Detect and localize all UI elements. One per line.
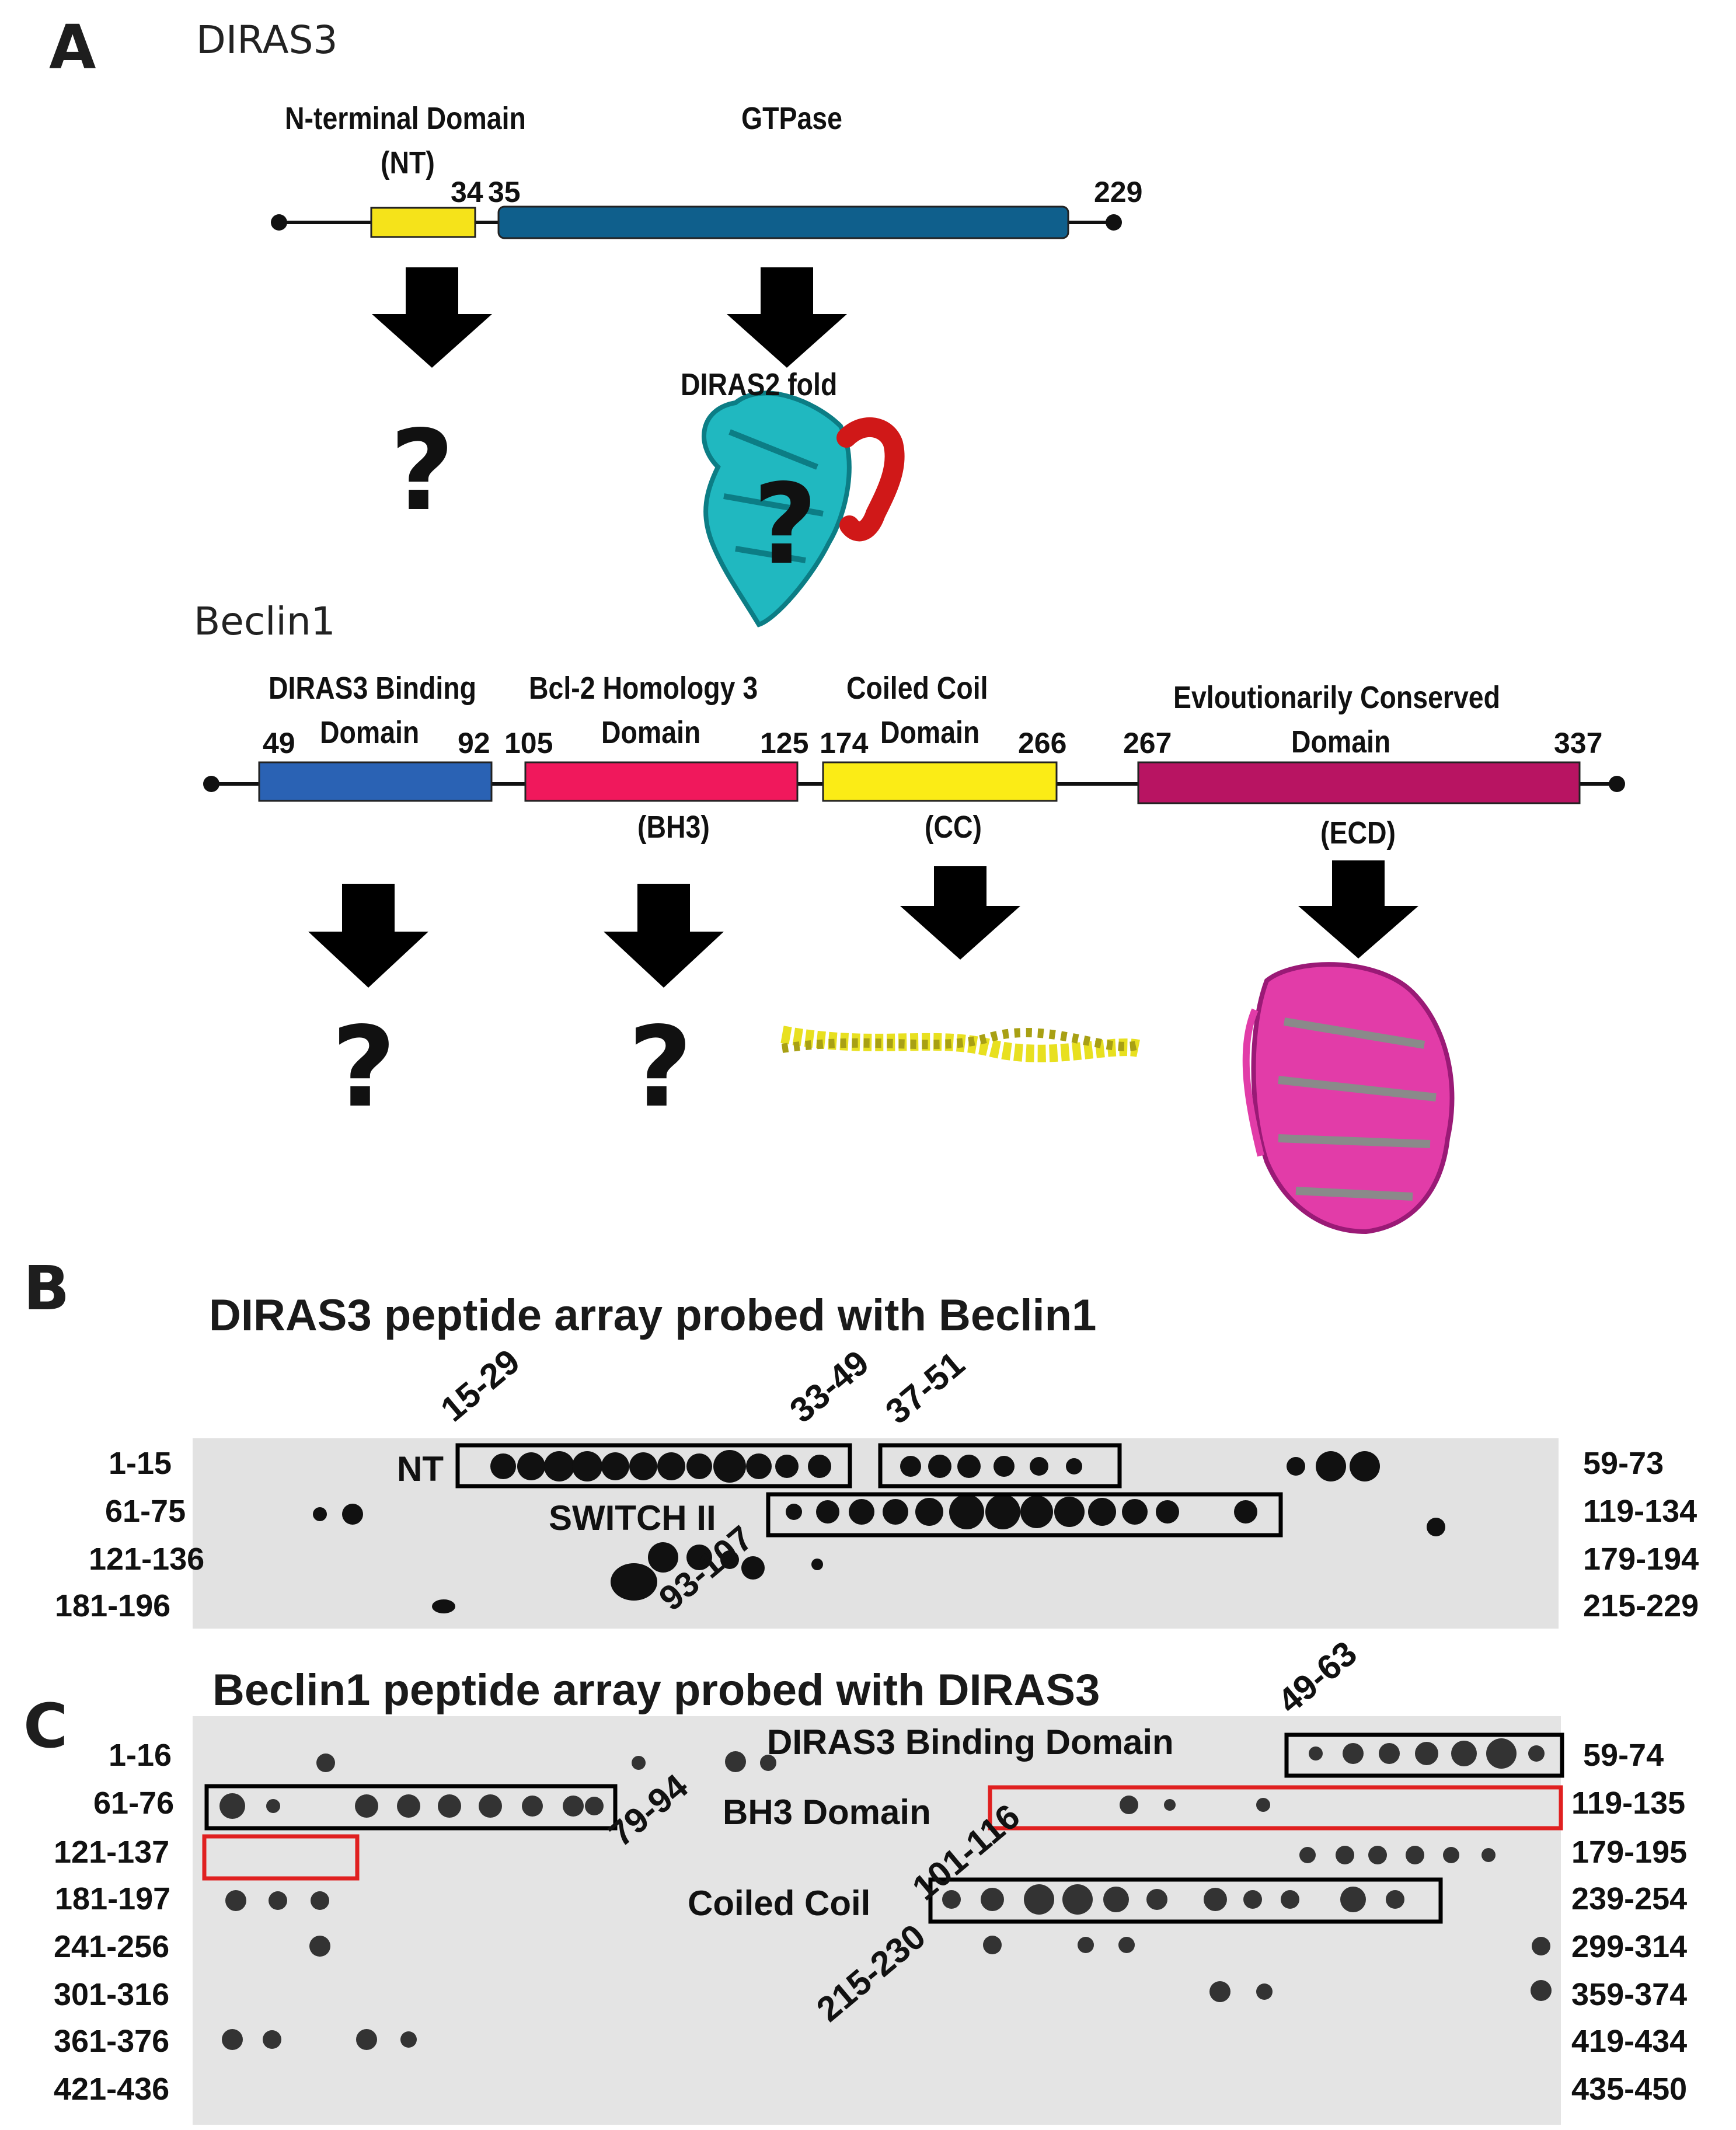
c-coiled-coil-label: Coiled Coil [688,1884,871,1923]
c-left-row-2: 61-76 [93,1786,175,1821]
ecd-fold-structure [1242,962,1455,1235]
binding-domain-box-outline [1284,1732,1564,1778]
b-left-row-1: 1-15 [109,1446,172,1481]
beclin1-domain-map [203,761,1625,1235]
binding-unknown-mark: ? [332,1003,396,1132]
nt-abbr-label: (NT) [381,145,435,180]
c-left-row-3: 121-137 [54,1835,170,1870]
panel-b-title: DIRAS3 peptide array probed with Beclin1 [209,1291,1097,1340]
b-left-row-3: 121-136 [89,1542,205,1577]
gtpase-domain-box [497,205,1069,239]
beclin1-residue-174: 174 [820,727,869,759]
beclin1-residue-125: 125 [760,727,809,759]
b-nt-label: NT [397,1449,444,1488]
c-right-row-4: 239-254 [1571,1881,1688,1916]
beclin1-residue-105: 105 [504,727,553,759]
cc-abbr-label: (CC) [925,810,982,845]
bh3-unknown-mark: ? [628,1003,693,1132]
c-right-row-5: 299-314 [1571,1929,1688,1964]
bh3-domain-box [524,761,799,802]
c-left-row-8: 421-436 [54,2072,170,2107]
diras3-residue-35: 35 [488,176,521,208]
coiled-coil-box-outline [928,1877,1443,1924]
c-left-row-6: 301-316 [54,1977,170,2012]
bh3-domain-label-2: Domain [601,715,701,750]
binding-domain-label-2: Domain [320,715,420,750]
binding-domain-box [258,761,493,802]
bh3-box-outline-right [988,1785,1563,1831]
c-right-row-7: 419-434 [1571,2024,1688,2059]
ecd-arrow [1298,860,1418,958]
ecd-domain-label-2: Domain [1291,724,1391,759]
beclin1-residue-266: 266 [1018,727,1067,759]
ecd-abbr-label: (ECD) [1320,815,1396,850]
nt-unknown-mark: ? [390,406,455,535]
bh3-abbr-label: (BH3) [637,810,710,845]
b-right-row-3: 179-194 [1583,1542,1699,1577]
beclin1-residue-92: 92 [458,727,490,759]
c-bh3-domain-label: BH3 Domain [723,1793,931,1832]
binding-domain-arrow [308,884,428,988]
switch-ii-box-outline [766,1492,1283,1538]
diras2-fold-structure [702,391,905,628]
c-right-row-1: 59-74 [1583,1738,1664,1773]
beclin1-end-dot [1609,776,1625,792]
diras3-residue-34: 34 [451,176,483,208]
c-right-row-6: 359-374 [1571,1977,1688,2012]
beclin1-start-dot [203,776,219,792]
b-left-row-2: 61-75 [105,1494,186,1529]
bh3-arrow [604,884,724,988]
cc-arrow [900,866,1020,960]
c-left-row-4: 181-197 [55,1881,171,1916]
bh3-domain-label: Bcl-2 Homology 3 [529,671,758,706]
diras3-end-dot [1106,214,1122,231]
nt-domain-box [370,207,476,238]
c-right-row-8: 435-450 [1571,2072,1688,2107]
binding-domain-label: DIRAS3 Binding [269,671,477,706]
diras2-fold-label: DIRAS2 fold [681,367,838,402]
b-right-row-1: 59-73 [1583,1446,1664,1481]
ecd-domain-box [1137,761,1581,804]
beclin1-residue-337: 337 [1554,727,1603,759]
b-right-row-4: 215-229 [1583,1588,1699,1623]
diras3-domain-map [271,205,1122,628]
ecd-domain-label: Evloutionarily Conserved [1173,680,1501,715]
box-79-94-outline [204,1784,618,1831]
gtpase-label: GTPase [741,101,842,136]
c-left-row-1: 1-16 [109,1738,172,1773]
panel-letter-b: B [23,1253,70,1324]
cc-domain-label-2: Domain [880,715,980,750]
b-switch-ii-label: SWITCH II [549,1498,716,1538]
nt-arrow [372,267,492,368]
cc-domain-box [822,761,1058,802]
nt-domain-label: N-terminal Domain [285,101,526,136]
c-right-row-2: 119-135 [1571,1786,1686,1821]
c-left-row-7: 361-376 [54,2024,170,2059]
diras3-start-dot [271,214,287,231]
panel-letter-c: C [23,1690,68,1762]
bh3-box-outline-left [202,1834,360,1881]
beclin1-title: Beclin1 [194,599,336,644]
diras3-title: DIRAS3 [196,18,338,62]
c-right-row-3: 179-195 [1571,1835,1688,1870]
box-37-51-outline [878,1443,1122,1488]
b-left-row-4: 181-196 [55,1588,171,1623]
panel-letter-a: A [49,12,96,83]
beclin1-residue-49: 49 [263,727,295,759]
b-right-row-2: 119-134 [1583,1494,1697,1529]
c-left-row-5: 241-256 [54,1929,170,1964]
coiled-coil-structure [780,1026,1140,1062]
nt-box-outline [455,1443,852,1488]
cc-domain-label: Coiled Coil [846,671,988,706]
diras3-residue-229: 229 [1094,176,1143,208]
panel-c-title: Beclin1 peptide array probed with DIRAS3 [212,1665,1100,1715]
fold-unknown-mark: ? [753,460,818,589]
beclin1-residue-267: 267 [1123,727,1172,759]
c-binding-domain-label: DIRAS3 Binding Domain [767,1723,1174,1762]
gtpase-arrow [727,267,847,368]
